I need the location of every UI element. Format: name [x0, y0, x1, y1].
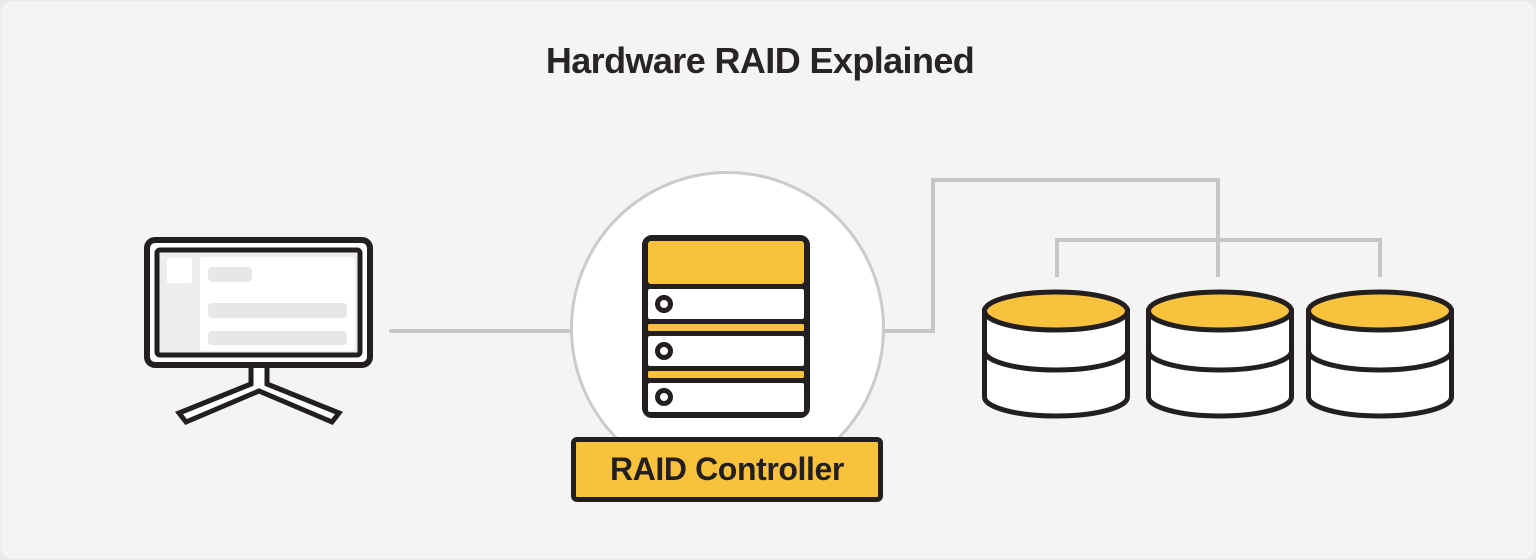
monitor-stand: [174, 357, 344, 426]
storage-disk-icon: [982, 289, 1130, 419]
server-bay: [648, 336, 804, 366]
computer-monitor-icon: [144, 237, 373, 426]
server-drive-led: [655, 342, 673, 360]
server-accent-strip: [648, 371, 804, 378]
screen-placeholder-bar: [208, 303, 347, 318]
raid-controller-server-icon: [642, 235, 810, 418]
screen-placeholder-bar: [208, 331, 347, 345]
server-header-band: [648, 241, 804, 284]
server-bay: [648, 383, 804, 412]
disk-top: [1146, 289, 1294, 333]
disk-divider: [1146, 350, 1294, 373]
disk-divider: [982, 350, 1130, 373]
screen-sidebar-tile: [167, 258, 192, 283]
connector-controller-to-disks: [884, 178, 1382, 333]
disk-body: [1306, 308, 1454, 419]
disk-body: [982, 308, 1130, 419]
storage-disk-icon: [1146, 289, 1294, 419]
disk-top: [982, 289, 1130, 333]
raid-controller-label: RAID Controller: [571, 437, 883, 502]
storage-disk-icon: [1306, 289, 1454, 419]
server-drive-led: [655, 295, 673, 313]
disk-body: [1146, 308, 1294, 419]
server-accent-strip: [648, 324, 804, 331]
page-title: Hardware RAID Explained: [545, 40, 975, 81]
disk-divider: [1306, 350, 1454, 373]
server-drive-led: [655, 388, 673, 406]
connector-computer-to-controller: [389, 329, 576, 333]
screen-placeholder-bar: [208, 267, 252, 282]
disk-top: [1306, 289, 1454, 333]
server-bay: [648, 289, 804, 319]
